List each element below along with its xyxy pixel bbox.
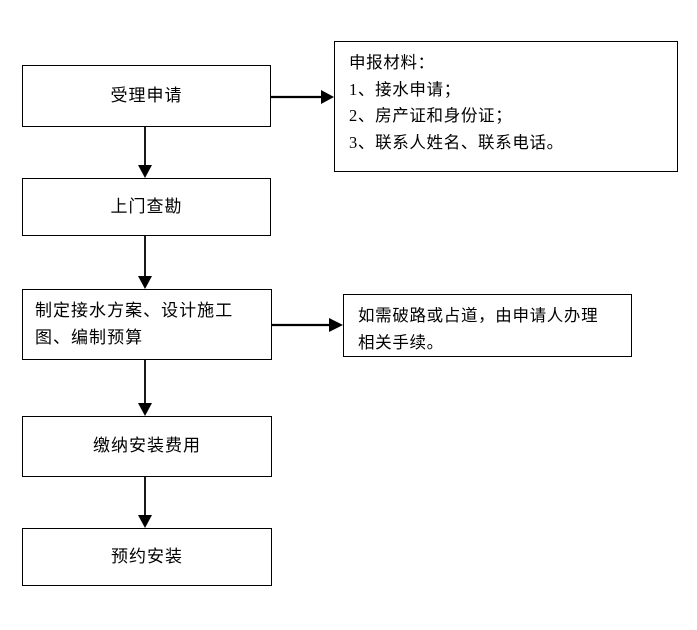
note-box-破路占道: 如需破路或占道，由申请人办理 相关手续。 xyxy=(343,294,632,357)
process-node-label-line: 制定接水方案、设计施工 xyxy=(35,301,234,321)
connector-arrow-down-4-to-5 xyxy=(135,477,155,528)
process-node-label: 预约安装 xyxy=(110,546,184,566)
process-node-受理申请[interactable]: 受理申请 xyxy=(22,65,271,127)
process-node-label: 制定接水方案、设计施工 图、编制预算 xyxy=(35,298,233,351)
note-line: 申报材料： xyxy=(349,53,435,72)
note-line: 相关手续。 xyxy=(358,332,444,352)
process-node-预约安装[interactable]: 预约安装 xyxy=(22,528,272,586)
process-node-制定接水方案[interactable]: 制定接水方案、设计施工 图、编制预算 xyxy=(22,289,272,360)
process-node-缴纳安装费用[interactable]: 缴纳安装费用 xyxy=(22,416,272,477)
connector-arrow-right-to-note-2 xyxy=(272,314,344,336)
connector-arrow-right-to-note-1 xyxy=(271,86,335,108)
process-node-label-line: 图、编制预算 xyxy=(35,327,144,347)
note-line: 3、联系人姓名、联系电话。 xyxy=(349,133,564,153)
connector-arrow-down-3-to-4 xyxy=(135,360,155,416)
note-line: 2、房产证和身份证； xyxy=(349,106,513,126)
note-line: 如需破路或占道，由申请人办理 xyxy=(358,306,599,325)
note-line: 1、接水申请； xyxy=(349,79,461,99)
process-node-label: 受理申请 xyxy=(110,85,183,105)
process-node-label: 缴纳安装费用 xyxy=(92,436,202,456)
process-node-label: 上门查勘 xyxy=(110,196,183,216)
connector-arrow-down-2-to-3 xyxy=(135,236,155,289)
note-box-申报材料: 申报材料： 1、接水申请； 2、房产证和身份证； 3、联系人姓名、联系电话。 xyxy=(334,41,678,172)
connector-arrow-down-1-to-2 xyxy=(135,127,155,178)
process-node-上门查勘[interactable]: 上门查勘 xyxy=(22,178,271,236)
